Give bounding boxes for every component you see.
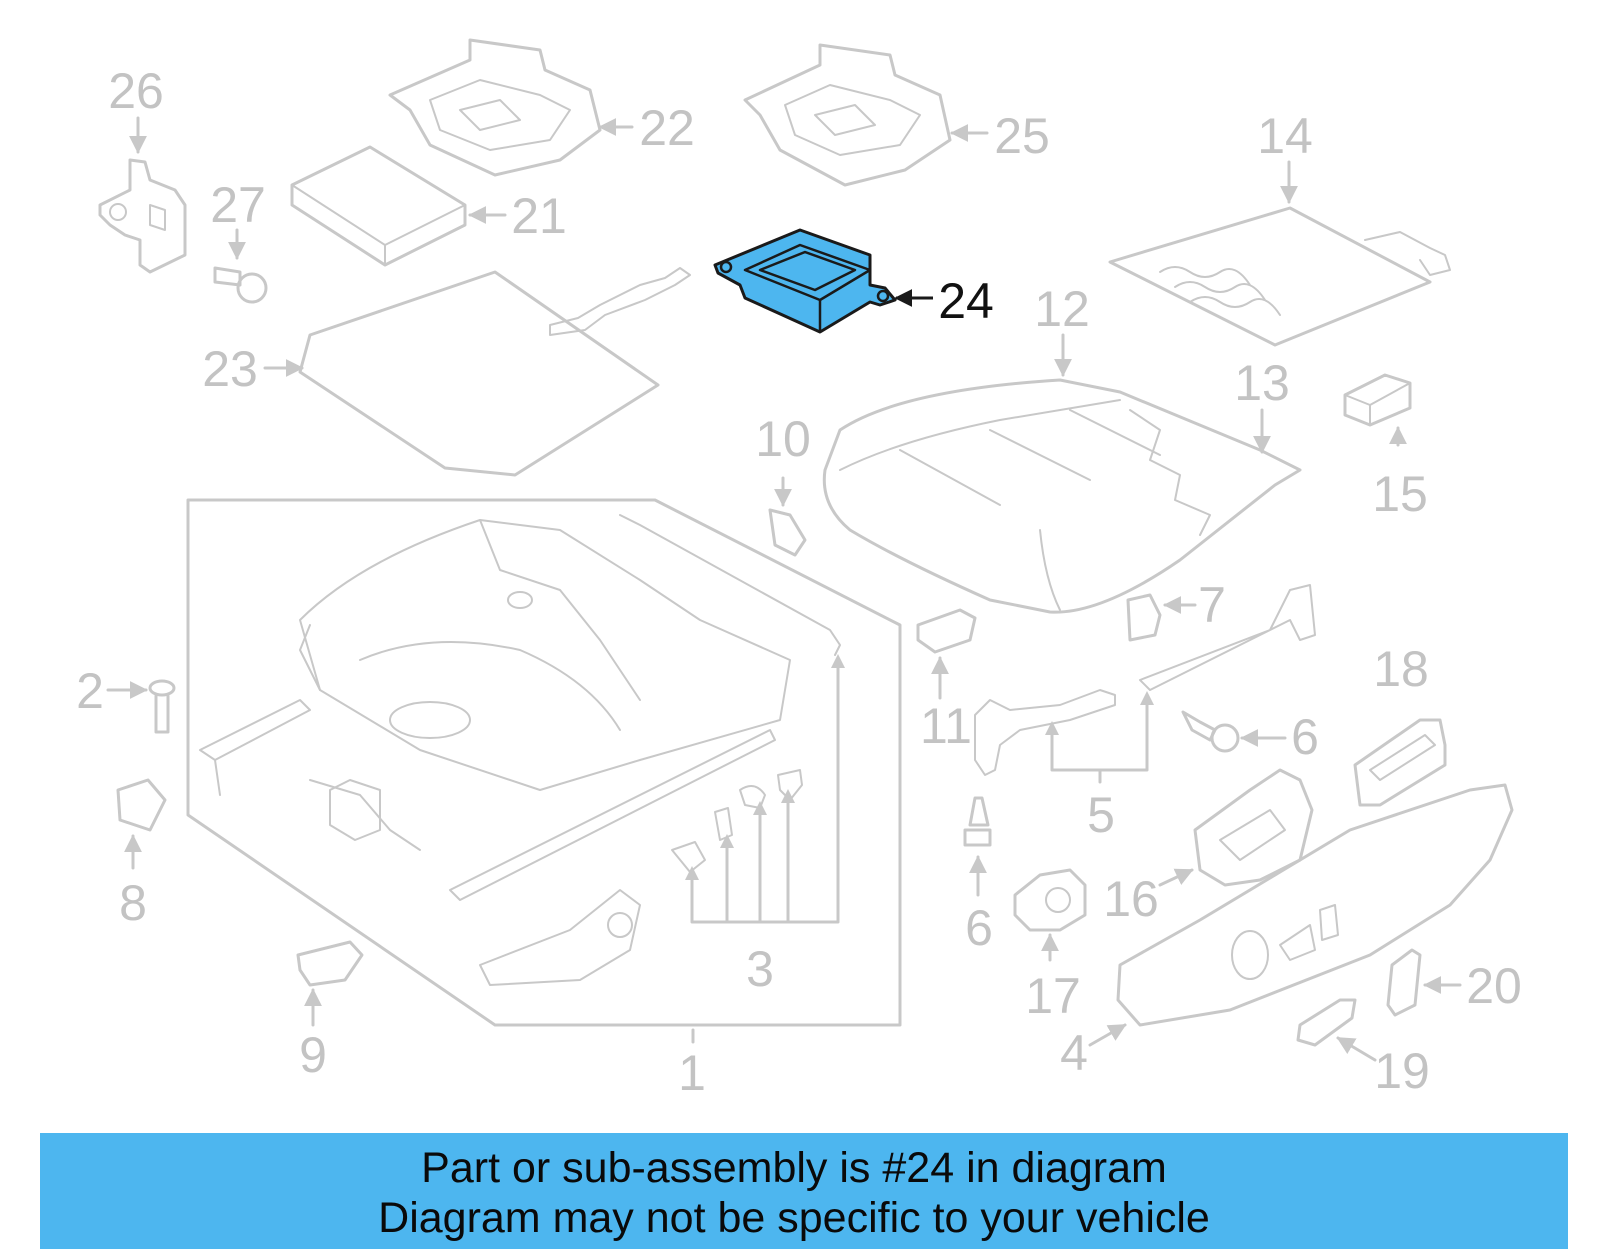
- callout-5: 5: [1087, 787, 1115, 843]
- callout-1: 1: [678, 1045, 706, 1101]
- callout-27: 27: [210, 177, 266, 233]
- part-12-13-cushion: [822, 333, 1302, 614]
- part-11-cover: [916, 608, 977, 700]
- part-3-fasteners: [671, 654, 845, 924]
- callout-25: 25: [994, 108, 1050, 164]
- callout-11: 11: [920, 698, 972, 754]
- part-5-wires: [974, 584, 1316, 784]
- callout-8: 8: [119, 875, 147, 931]
- callout-24: 24: [938, 273, 994, 329]
- callout-19: 19: [1374, 1043, 1430, 1099]
- banner-line-1: Part or sub-assembly is #24 in diagram: [421, 1144, 1167, 1192]
- banner-line-2: Diagram may not be specific to your vehi…: [378, 1194, 1210, 1242]
- part-20-knob: [1386, 948, 1462, 1017]
- part-27-screw: [213, 228, 268, 304]
- part-8-clip: [116, 778, 167, 870]
- callout-7: 7: [1198, 577, 1226, 633]
- part-6b-bolt: [963, 796, 992, 897]
- callout-6-right: 6: [1291, 709, 1319, 765]
- part-24-module-highlighted: [713, 228, 933, 334]
- callout-15: 15: [1372, 466, 1428, 522]
- callout-16: 16: [1103, 871, 1159, 927]
- part-6a-bolt: [1181, 710, 1287, 753]
- part-23-pad: [263, 267, 691, 477]
- callout-20: 20: [1466, 958, 1522, 1014]
- callout-4: 4: [1060, 1025, 1088, 1081]
- callout-9: 9: [299, 1027, 327, 1083]
- part-18-switch: [1353, 718, 1447, 807]
- callout-3: 3: [746, 941, 774, 997]
- part-19-knob: [1296, 998, 1377, 1062]
- part-22-plate: [388, 38, 634, 177]
- callout-14: 14: [1257, 108, 1313, 164]
- part-17-motor: [1013, 868, 1087, 962]
- part-9-cap: [296, 940, 364, 1027]
- part-25-plate: [743, 43, 989, 187]
- callout-26: 26: [108, 63, 164, 119]
- callout-17: 17: [1025, 968, 1081, 1024]
- part-21-module: [290, 145, 507, 267]
- callout-12: 12: [1034, 281, 1090, 337]
- callout-10: 10: [755, 411, 811, 467]
- info-banner: Part or sub-assembly is #24 in diagram D…: [40, 1133, 1568, 1249]
- part-7-clip: [1126, 593, 1197, 642]
- callout-21: 21: [511, 188, 567, 244]
- part-14-heater: [1108, 160, 1451, 347]
- callout-22: 22: [639, 100, 695, 156]
- callout-18: 18: [1373, 641, 1429, 697]
- callout-6-bottom: 6: [965, 900, 993, 956]
- part-1-frame: [186, 498, 902, 1044]
- part-15-connector: [1343, 373, 1412, 447]
- part-4-trim: [1088, 783, 1514, 1047]
- part-26-bracket: [98, 116, 187, 274]
- part-16-switch: [1158, 768, 1314, 887]
- part-2-bolt: [106, 679, 176, 734]
- callout-2: 2: [76, 663, 104, 719]
- callout-23: 23: [202, 341, 258, 397]
- callout-13: 13: [1234, 355, 1290, 411]
- part-10-clip: [768, 476, 807, 557]
